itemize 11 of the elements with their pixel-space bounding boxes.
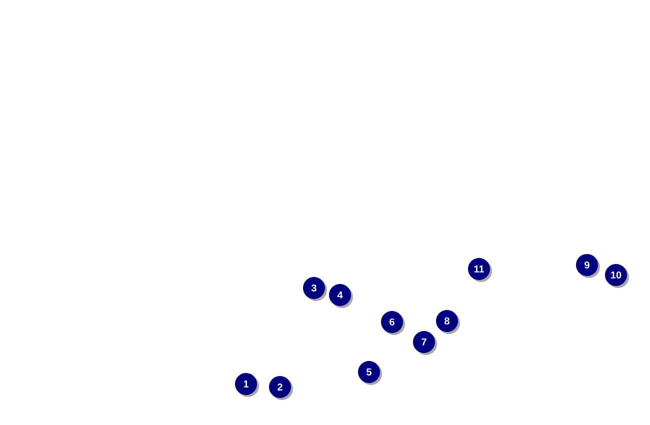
callout-number: 3 [303, 276, 327, 301]
callout-number: 7 [413, 331, 437, 355]
callout-number: 11 [468, 258, 492, 282]
callout-number: 1 [235, 372, 259, 397]
callout-number: 10 [605, 264, 629, 288]
callout-number: 2 [269, 376, 293, 400]
callout-number: 9 [576, 254, 600, 278]
callout-number: 6 [381, 311, 405, 335]
callout-number: 4 [329, 284, 353, 308]
callout-number: 8 [436, 310, 460, 334]
callout-number: 5 [358, 360, 382, 385]
